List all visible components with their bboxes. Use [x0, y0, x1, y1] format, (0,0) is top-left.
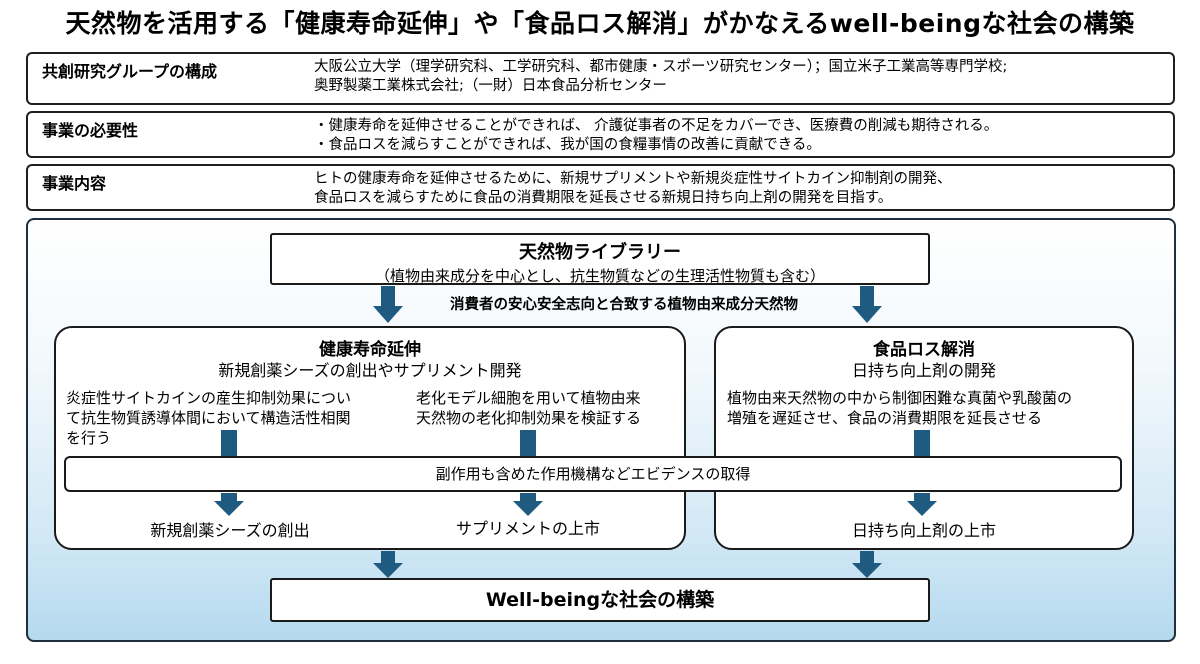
group-composition-heading: 共創研究グループの構成	[42, 62, 218, 81]
down-arrow-icon	[852, 551, 882, 578]
library-subtitle: （植物由来成分を中心とし、抗生物質などの生理活性物質も含む）	[374, 267, 825, 285]
down-arrow-icon	[852, 286, 882, 323]
well-being-goal-box: Well-beingな社会の構築	[270, 578, 930, 622]
group-composition-line: 奥野製薬工業株式会社;（一財）日本食品分析センター	[314, 78, 667, 94]
down-arrow-icon	[373, 286, 403, 323]
business-content-box: 事業内容 ヒトの健康寿命を延伸させるために、新規サプリメントや新規炎症性サイトカ…	[26, 164, 1175, 211]
group-composition-line: 大阪公立大学（理学研究科、工学研究科、都市健康・スポーツ研究センター）；国立米子…	[314, 59, 1008, 75]
health-subtitle: 新規創薬シーズの創出やサプリメント開発	[218, 361, 522, 380]
page-title: 天然物を活用する「健康寿命延伸」や「食品ロス解消」がかなえるwell-being…	[65, 9, 1135, 38]
business-content-line: 食品ロスを減らすために食品の消費期限を延長させる新規日持ち向上剤の開発を目指す。	[314, 190, 893, 206]
group-composition-text: 大阪公立大学（理学研究科、工学研究科、都市健康・スポーツ研究センター）；国立米子…	[314, 58, 1007, 96]
preservative-launch-outcome: 日持ち向上剤の上市	[851, 521, 996, 540]
aging-model-line: 天然物の老化抑制効果を検証する	[416, 409, 642, 427]
group-composition-box: 共創研究グループの構成 大阪公立大学（理学研究科、工学研究科、都市健康・スポーツ…	[26, 52, 1175, 105]
down-arrow-icon	[373, 551, 403, 578]
aging-model-text: 老化モデル細胞を用いて植物由来 天然物の老化抑制効果を検証する	[416, 388, 682, 428]
structure-activity-line: て抗生物質誘導体間において構造活性相関	[66, 409, 351, 427]
shelf-life-text: 植物由来天然物の中から制御困難な真菌や乳酸菌の 増殖を遅延させ、食品の消費期限を…	[727, 388, 1127, 428]
library-title: 天然物ライブラリー	[519, 242, 681, 263]
necessity-text: ・健康寿命を延伸させることができれば、 介護従事者の不足をカバーでき、医療費の削…	[314, 117, 998, 155]
necessity-line: ・食品ロスを減らすことができれば、我が国の食糧事情の改善に貢献できる。	[314, 137, 821, 153]
structure-activity-line: 炎症性サイトカインの産生抑制効果につい	[66, 389, 352, 407]
natural-product-library-box: 天然物ライブラリー （植物由来成分を中心とし、抗生物質などの生理活性物質も含む）	[270, 233, 930, 285]
business-content-text: ヒトの健康寿命を延伸させるために、新規サプリメントや新規炎症性サイトカイン抑制剤…	[314, 170, 952, 208]
health-extension-box	[54, 326, 686, 550]
shelf-life-line: 植物由来天然物の中から制御困難な真菌や乳酸菌の	[727, 389, 1073, 407]
food-loss-subtitle: 日持ち向上剤の開発	[851, 361, 996, 380]
goal-label: Well-beingな社会の構築	[485, 589, 715, 611]
down-arrow-icon	[520, 430, 536, 458]
down-arrow-icon	[907, 493, 937, 516]
necessity-heading: 事業の必要性	[42, 121, 139, 140]
necessity-line: ・健康寿命を延伸させることができれば、 介護従事者の不足をカバーでき、医療費の削…	[314, 118, 999, 134]
down-arrow-icon	[914, 430, 930, 458]
down-arrow-icon	[214, 493, 244, 516]
necessity-box: 事業の必要性 ・健康寿命を延伸させることができれば、 介護従事者の不足をカバーで…	[26, 111, 1175, 158]
supplement-launch-outcome: サプリメントの上市	[455, 519, 600, 538]
food-loss-title: 食品ロス解消	[873, 340, 975, 360]
consumer-preference-label: 消費者の安心安全志向と合致する植物由来成分天然物	[450, 297, 798, 313]
aging-model-line: 老化モデル細胞を用いて植物由来	[416, 389, 641, 407]
business-content-line: ヒトの健康寿命を延伸させるために、新規サプリメントや新規炎症性サイトカイン抑制剤…	[314, 171, 952, 187]
evidence-bar: 副作用も含めた作用機構などエビデンスの取得	[64, 456, 1122, 492]
structure-activity-line: を行う	[66, 429, 112, 447]
health-title: 健康寿命延伸	[319, 340, 421, 360]
new-drug-seeds-outcome: 新規創薬シーズの創出	[150, 521, 310, 540]
shelf-life-line: 増殖を遅延させ、食品の消費期限を延長させる	[727, 409, 1043, 427]
down-arrow-icon	[221, 430, 237, 458]
evidence-label: 副作用も含めた作用機構などエビデンスの取得	[435, 465, 751, 483]
business-content-heading: 事業内容	[42, 174, 107, 193]
down-arrow-icon	[513, 493, 543, 516]
structure-activity-text: 炎症性サイトカインの産生抑制効果につい て抗生物質誘導体間において構造活性相関 …	[66, 388, 406, 448]
